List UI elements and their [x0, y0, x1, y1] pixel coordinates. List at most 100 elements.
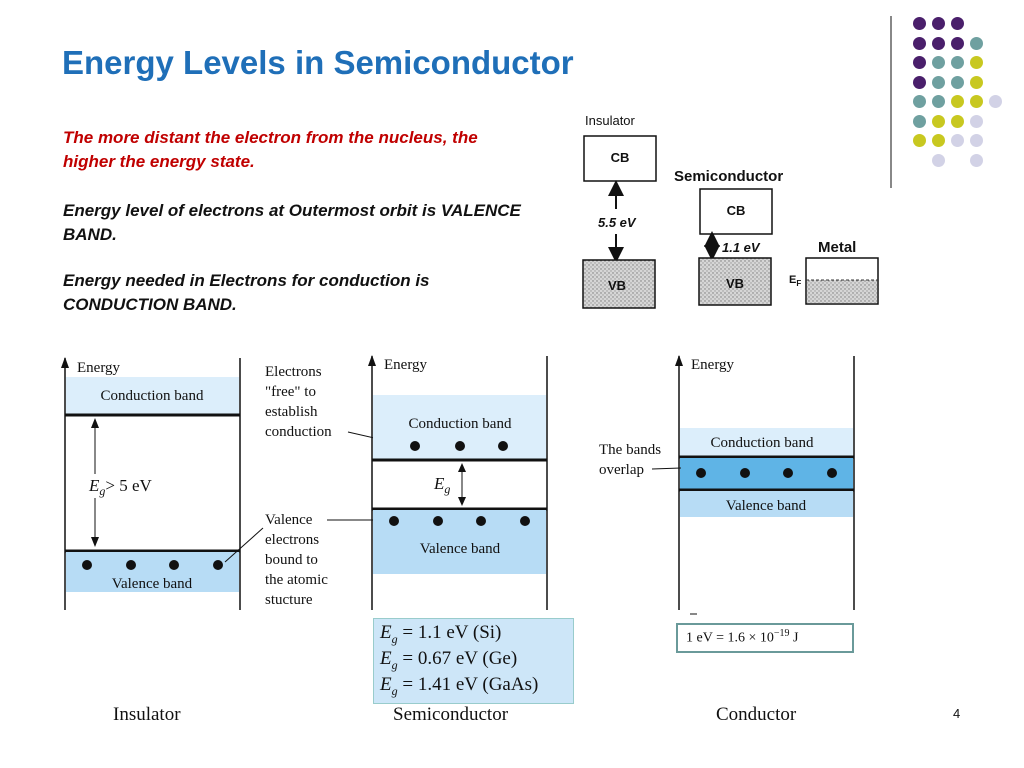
decorative-dot	[913, 36, 926, 50]
insulator-gap-label: Eg> 5 eV	[88, 476, 153, 498]
electron-dot	[498, 441, 508, 451]
insulator-axis-arrow-icon	[61, 357, 69, 368]
small-semiconductor-label: Semiconductor	[674, 168, 783, 185]
small-insulator-label: Insulator	[585, 113, 636, 128]
fermi-label: EF	[789, 274, 801, 288]
electron-dot	[126, 560, 136, 570]
annotation-electrons-free: Electrons "free" to establish conduction	[265, 364, 332, 440]
semiconductor-valence-band	[373, 510, 546, 574]
annotation-bands-overlap: The bands overlap	[599, 442, 661, 478]
conductor-caption: Conductor	[716, 704, 797, 725]
paragraph-electron-distance: The more distant the electron from the n…	[63, 128, 478, 171]
annotation-line: Electrons	[265, 364, 322, 380]
electron-dot	[410, 441, 420, 451]
semiconductor-gap-values-box: Eg = 1.1 eV (Si) Eg = 0.67 eV (Ge) Eg = …	[373, 618, 574, 704]
decorative-vertical-line	[890, 16, 892, 188]
annotation-line: The bands	[599, 442, 661, 458]
annotation-line: "free" to	[265, 384, 316, 400]
gap-value-ge: Eg = 0.67 eV (Ge)	[380, 648, 518, 672]
insulator-conduction-band	[66, 377, 239, 415]
electron-dot	[82, 560, 92, 570]
semiconductor-energy-label: Energy	[384, 357, 428, 373]
insulator-valence-electrons	[82, 560, 223, 570]
decorative-dot	[951, 95, 964, 108]
ev-conversion-box: 1 eV = 1.6 × 10−19 J	[676, 623, 854, 653]
electron-dot	[169, 560, 179, 570]
decorative-dot	[913, 75, 926, 89]
ev-conversion-equation: 1 eV = 1.6 × 10−19 J	[686, 628, 798, 647]
decorative-dot	[970, 95, 983, 108]
annotation-pointer-line	[651, 467, 682, 470]
decorative-dot	[932, 114, 945, 128]
conductor-conduction-band	[680, 428, 853, 456]
conductor-conduction-label: Conduction band	[711, 435, 814, 451]
electron-dot	[389, 516, 399, 526]
small-semiconductor-cb-label: CB	[727, 203, 746, 218]
decorative-dot	[951, 56, 964, 69]
semiconductor-conduction-electrons	[410, 441, 508, 451]
small-metal-label: Metal	[818, 239, 856, 256]
decorative-dot	[951, 114, 964, 128]
gap-value-text: = 0.67 eV (Ge)	[397, 648, 518, 669]
small-semiconductor-gap: 1.1 eV	[722, 240, 761, 255]
conductor-overlap-region	[680, 458, 853, 490]
paragraph-conduction-band: Energy needed in Electrons for conductio…	[63, 271, 430, 314]
ev-exponent: −19	[773, 628, 790, 639]
electron-dot	[520, 516, 530, 526]
paragraph-valence-band: Energy level of electrons at Outermost o…	[63, 201, 521, 244]
small-insulator-cb-label: CB	[611, 150, 630, 165]
gap-value-text: = 1.1 eV (Si)	[397, 622, 502, 643]
electron-dot	[433, 516, 443, 526]
small-insulator-cb-box	[583, 135, 657, 182]
decorative-dot	[913, 56, 926, 69]
decorative-dot	[951, 36, 964, 50]
decorative-dot	[913, 114, 926, 128]
decorative-dot	[932, 36, 945, 50]
semiconductor-gap-symbol: Eg	[433, 474, 450, 496]
semiconductor-conduction-label: Conduction band	[409, 416, 512, 432]
decorative-dot	[932, 95, 945, 108]
decorative-dot	[951, 134, 964, 147]
decorative-dot	[970, 134, 983, 147]
decorative-dot	[970, 114, 983, 128]
electron-dot	[740, 468, 750, 478]
decorative-dot	[932, 134, 945, 147]
decorative-dot	[989, 95, 1002, 108]
annotation-line: electrons	[265, 532, 319, 548]
semiconductor-gap-arrow-bottom-icon	[458, 497, 466, 506]
insulator-energy-label: Energy	[77, 360, 121, 376]
annotation-line: establish	[265, 404, 318, 420]
annotation-line: Valence	[265, 512, 313, 528]
annotation-pointer-line	[224, 527, 264, 563]
insulator-caption: Insulator	[113, 704, 181, 725]
annotation-line: the atomic	[265, 572, 328, 588]
insulator-gap-arrow-bottom-icon	[91, 537, 99, 547]
electron-dot	[476, 516, 486, 526]
decorative-dot	[970, 153, 983, 167]
decorative-dot	[970, 75, 983, 89]
annotation-valence-electrons: Valence electrons bound to the atomic st…	[265, 512, 328, 608]
decorative-dot	[951, 17, 964, 30]
small-insulator-vb-box	[582, 259, 656, 309]
semiconductor-caption: Semiconductor	[393, 704, 509, 725]
gap-value-gaas: Eg = 1.41 eV (GaAs)	[380, 674, 539, 698]
decorative-dot	[970, 56, 983, 69]
electron-dot	[827, 468, 837, 478]
conductor-valence-band	[680, 491, 853, 517]
small-insulator-gap: 5.5 eV	[598, 215, 637, 230]
insulator-valence-band	[66, 552, 239, 592]
semiconductor-gap-arrow-top-icon	[458, 463, 466, 472]
electron-dot	[455, 441, 465, 451]
decorative-dot	[913, 134, 926, 147]
decorative-dot-grid	[905, 14, 1015, 174]
decorative-dot	[970, 36, 983, 50]
conductor-electrons	[696, 468, 837, 478]
annotation-line: stucture	[265, 592, 313, 608]
annotation-line: bound to	[265, 552, 318, 568]
insulator-conduction-label: Conduction band	[101, 388, 204, 404]
decorative-dot	[951, 75, 964, 89]
slide-title: Energy Levels in Semiconductor	[62, 44, 574, 81]
insulator-gap-label-bg	[86, 474, 166, 498]
slide-number: 4	[953, 706, 961, 721]
